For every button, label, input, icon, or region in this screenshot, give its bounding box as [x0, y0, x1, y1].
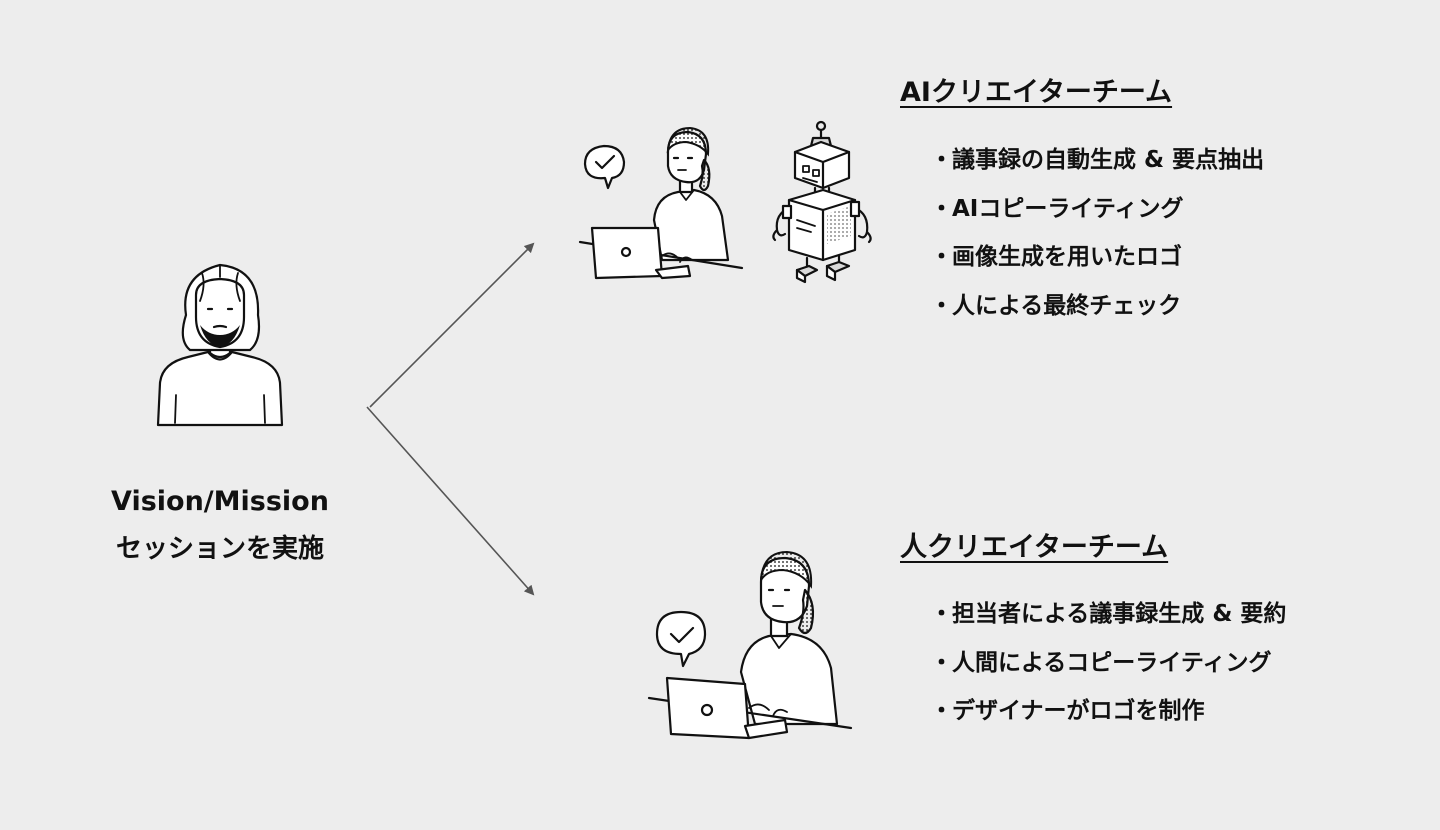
list-item: 担当者による議事録生成 & 要約	[930, 598, 1286, 647]
ai-team-title: AIクリエイターチーム	[900, 77, 1173, 108]
list-item: 人間によるコピーライティング	[930, 647, 1286, 696]
man-avatar-icon	[150, 255, 290, 430]
checkmark-bubble-icon	[655, 610, 707, 668]
arrow-to-ai-team	[369, 242, 535, 408]
woman-laptop-icon	[570, 120, 750, 285]
vision-mission-caption: Vision/Mission セッションを実施	[60, 480, 380, 574]
list-item: 人による最終チェック	[930, 290, 1264, 339]
ai-team-list: 議事録の自動生成 & 要点抽出 AIコピーライティング 画像生成を用いたロゴ 人…	[930, 144, 1264, 338]
list-item: デザイナーがロゴを制作	[930, 695, 1286, 744]
arrow-to-human-team	[366, 406, 535, 596]
checkmark-bubble-icon	[583, 144, 626, 190]
list-item: 議事録の自動生成 & 要点抽出	[930, 144, 1264, 193]
human-team-list: 担当者による議事録生成 & 要約 人間によるコピーライティング デザイナーがロゴ…	[930, 598, 1286, 744]
robot-icon	[765, 118, 875, 288]
woman-laptop-icon	[645, 548, 860, 748]
list-item: AIコピーライティング	[930, 193, 1264, 242]
caption-line-1: Vision/Mission	[111, 486, 329, 517]
list-item: 画像生成を用いたロゴ	[930, 241, 1264, 290]
human-team-title: 人クリエイターチーム	[900, 532, 1169, 563]
caption-line-2: セッションを実施	[115, 534, 324, 564]
